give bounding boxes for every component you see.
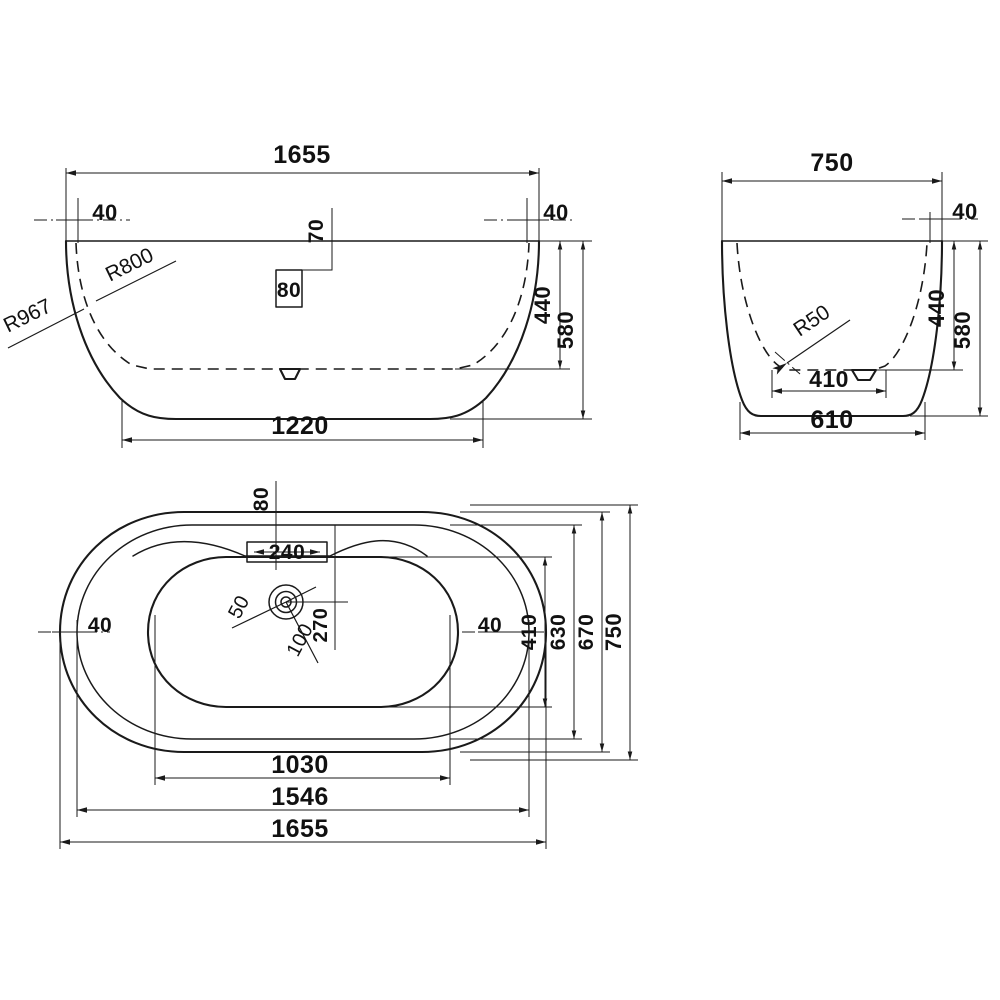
plan-dim-630: 630 (450, 524, 582, 740)
plan-dim-40-left: 40 (38, 614, 112, 637)
side-elevation-view: 750 40 440 580 (720, 149, 988, 440)
plan-dim-670-label: 670 (575, 614, 598, 651)
plan-dim-80-label: 80 (250, 487, 273, 511)
front-dim-440-label: 440 (530, 286, 555, 324)
side-tub-outline (720, 239, 944, 418)
plan-view: 240 80 50 100 270 (38, 481, 638, 849)
side-dim-750-label: 750 (810, 149, 853, 177)
plan-dim-1655: 1655 (59, 625, 547, 849)
front-dim-440: 440 (455, 240, 570, 370)
side-inner-bowl-hidden (736, 242, 928, 371)
side-dim-610-label: 610 (810, 406, 853, 434)
side-dim-610: 610 (739, 402, 926, 440)
front-dim-1220-label: 1220 (271, 412, 329, 440)
plan-dim-1546-label: 1546 (271, 783, 329, 811)
plan-dim-40-right-label: 40 (478, 614, 502, 637)
plan-bowl-outline (146, 555, 460, 709)
side-dim-410: 410 (771, 366, 887, 398)
front-radius-r967: R967 (0, 295, 85, 349)
plan-dim-40-right: 40 (462, 614, 546, 637)
plan-dim-40-left-label: 40 (88, 614, 112, 637)
front-drain-symbol (278, 367, 302, 381)
side-dim-580-label: 580 (950, 311, 975, 349)
side-dim-40-label: 40 (952, 199, 977, 224)
front-radius-r800: R800 (95, 244, 177, 302)
front-dim-580: 580 (450, 240, 592, 420)
front-r967-label: R967 (0, 295, 55, 338)
plan-dim-1030-label: 1030 (271, 751, 329, 779)
plan-dim-630-label: 630 (547, 614, 570, 651)
front-elevation-view: 1655 40 40 (0, 141, 592, 448)
side-drain-symbol (850, 368, 878, 382)
plan-drain-symbol: 50 100 (224, 584, 319, 664)
front-dim-40-right-label: 40 (543, 200, 568, 225)
side-dim-410-label: 410 (809, 366, 849, 392)
plan-dim-750: 750 (470, 504, 638, 761)
plan-dim-270: 270 (286, 525, 348, 650)
plan-dim-670: 670 (460, 511, 610, 753)
plan-dim-750-label: 750 (601, 613, 626, 651)
front-tub-outline (64, 239, 541, 421)
plan-headrest-box: 240 (246, 541, 328, 564)
front-overflow-detail: 70 80 (275, 208, 333, 308)
side-radius-r50: R50 (772, 301, 851, 375)
plan-dim-1030: 1030 (154, 615, 451, 785)
side-dim-440: 440 (874, 240, 963, 371)
front-dim-40-left-label: 40 (92, 200, 117, 225)
front-dim-1220: 1220 (121, 400, 484, 448)
side-dim-440-label: 440 (924, 289, 949, 327)
front-dim-580-label: 580 (553, 311, 578, 349)
front-dim-40-right: 40 (484, 198, 576, 243)
side-dim-580: 580 (910, 240, 988, 417)
front-r800-label: R800 (102, 244, 157, 287)
front-dim-70-label: 70 (305, 219, 328, 243)
plan-dim-1655-label: 1655 (271, 815, 329, 843)
front-dim-40-left: 40 (34, 198, 130, 243)
front-dim-1655: 1655 (65, 141, 540, 241)
plan-dim-80: 80 (250, 481, 277, 570)
side-dim-750: 750 (721, 149, 943, 241)
side-dim-40: 40 (902, 199, 978, 243)
front-dim-1655-label: 1655 (273, 141, 331, 169)
plan-dim-270-label: 270 (310, 608, 332, 643)
plan-dim-1546: 1546 (76, 620, 530, 817)
front-inner-bowl-hidden (75, 242, 530, 370)
plan-dim-240-label: 240 (269, 541, 306, 564)
front-dim-80-label: 80 (277, 279, 301, 302)
plan-dim-50-label: 50 (224, 592, 254, 622)
